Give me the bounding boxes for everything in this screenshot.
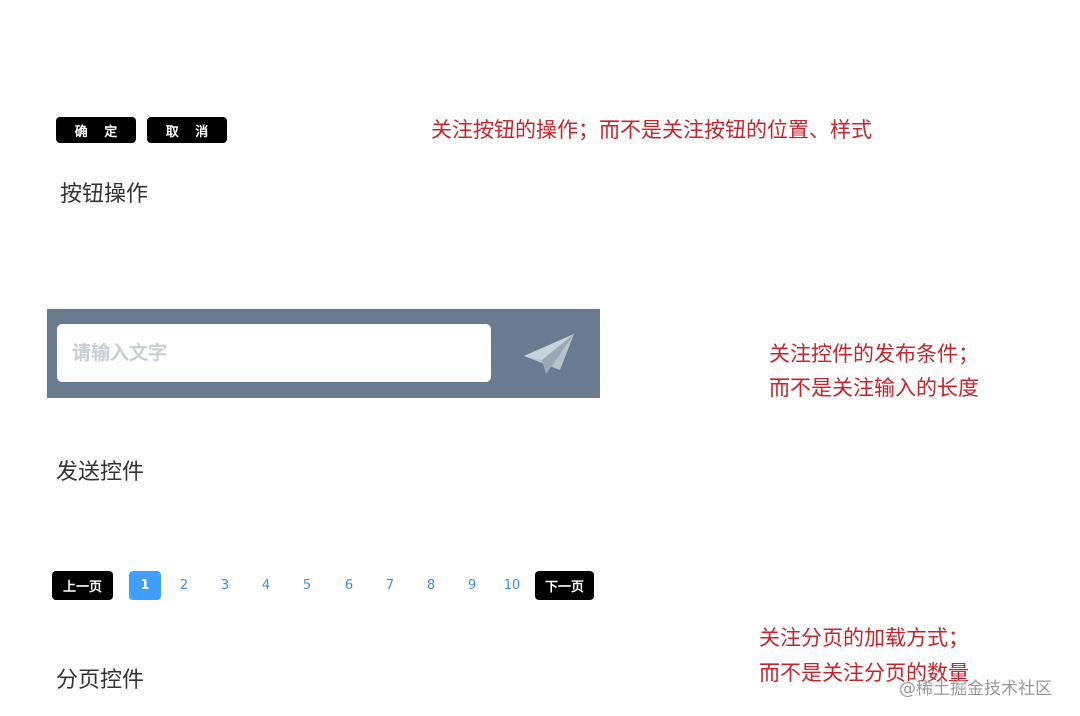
cancel-button[interactable]: 取 消 (147, 117, 227, 143)
send-section-note-line2: 而不是关注输入的长度 (769, 376, 979, 400)
page-number-4[interactable]: 4 (261, 578, 271, 593)
page-number-3[interactable]: 3 (220, 578, 230, 593)
watermark: @稀土掘金技术社区 (899, 679, 1052, 699)
page-number-6[interactable]: 6 (344, 578, 354, 593)
paper-plane-icon (524, 334, 574, 374)
next-page-button[interactable]: 下一页 (535, 571, 594, 600)
page-number-7[interactable]: 7 (385, 578, 395, 593)
pager-section-note-line1: 关注分页的加载方式； (759, 626, 969, 650)
prev-page-button[interactable]: 上一页 (52, 571, 113, 600)
button-section-note: 关注按钮的操作；而不是关注按钮的位置、样式 (431, 118, 872, 142)
send-section-note-line1: 关注控件的发布条件； (769, 342, 979, 366)
send-section-title: 发送控件 (56, 460, 145, 485)
page-number-5[interactable]: 5 (302, 578, 312, 593)
send-control-bar (47, 309, 600, 398)
page-number-9[interactable]: 9 (467, 578, 477, 593)
page-number-8[interactable]: 8 (426, 578, 436, 593)
confirm-button[interactable]: 确 定 (56, 117, 136, 143)
pager-section-note-line2: 而不是关注分页的数量 (759, 661, 969, 685)
page-number-10[interactable]: 10 (503, 578, 521, 593)
button-section-title: 按钮操作 (60, 182, 149, 207)
message-input[interactable] (57, 324, 491, 382)
send-button[interactable] (517, 326, 581, 382)
page-number-2[interactable]: 2 (179, 578, 189, 593)
pager-section-title: 分页控件 (56, 668, 145, 693)
page-number-1[interactable]: 1 (129, 571, 161, 600)
